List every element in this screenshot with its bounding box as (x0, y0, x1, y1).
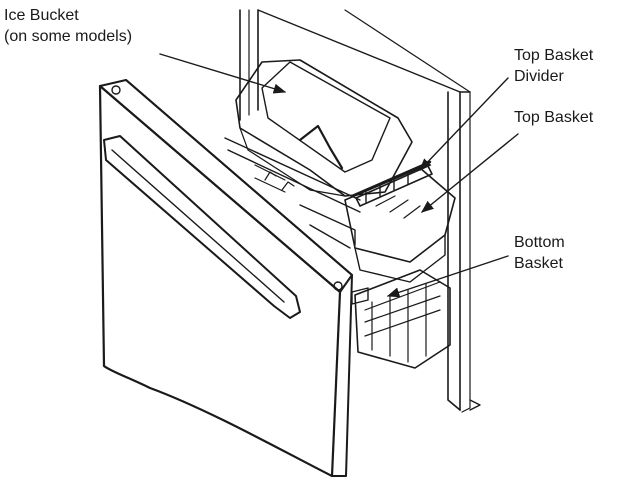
ice-bucket (235, 59, 413, 197)
cabinet-frame (239, 9, 481, 413)
label-top-basket: Top Basket (514, 109, 594, 126)
label-bottom-basket-line2: Basket (514, 255, 563, 272)
label-top-basket-divider-line2: Divider (514, 68, 564, 85)
leader-lines (159, 53, 519, 298)
label-ice-bucket-line1: Ice Bucket (4, 7, 79, 24)
drawer-rails (224, 137, 361, 249)
drawer-handle (103, 135, 301, 319)
top-basket (344, 165, 456, 283)
drawer-door (98, 79, 353, 478)
bottom-basket (351, 269, 451, 369)
top-basket-divider (350, 160, 432, 203)
label-bottom-basket-line1: Bottom (514, 234, 565, 251)
label-top-basket-divider-line1: Top Basket (514, 47, 594, 64)
label-ice-bucket-line2: (on some models) (4, 28, 133, 45)
